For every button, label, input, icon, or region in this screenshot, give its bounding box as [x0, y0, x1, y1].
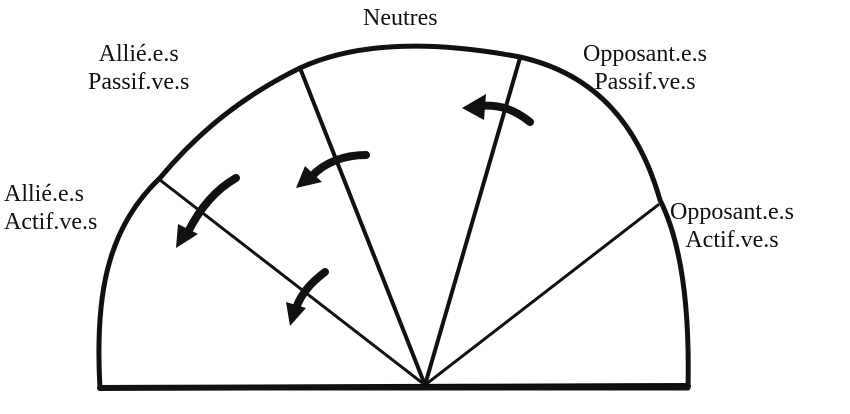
label-line: Allié.e.s — [98, 41, 179, 67]
arrow-neutral-to-allies-passive — [308, 151, 370, 180]
arrowhead-icon — [296, 166, 322, 188]
baseline — [97, 383, 691, 391]
label-neutral: Neutres — [363, 5, 438, 31]
divider-allies-passive-neutral — [298, 66, 427, 387]
label-opponents-passive: Opposant.e.s Passif.ve.s — [583, 40, 707, 96]
divider-allies-active-passive — [158, 178, 427, 387]
label-allies-active: Allié.e.s Actif.ve.s — [4, 180, 97, 236]
divider-neutral-opponents-passive — [423, 56, 522, 387]
label-opponents-active: Opposant.e.s Actif.ve.s — [670, 198, 794, 254]
divider-opponents-passive-active — [423, 203, 660, 387]
arrow-allies-passive-to-active — [184, 174, 240, 236]
label-allies-passive: Allié.e.s Passif.ve.s — [88, 40, 189, 96]
arrowhead-icon — [176, 224, 198, 248]
arrowhead-icon — [462, 94, 486, 120]
arrowhead-icon — [286, 302, 306, 326]
label-line: Opposant.e.s — [670, 199, 794, 225]
label-line: Passif.ve.s — [88, 69, 190, 95]
label-line: Actif.ve.s — [685, 227, 779, 253]
label-line: Actif.ve.s — [4, 209, 98, 235]
label-line: Opposant.e.s — [583, 41, 707, 67]
arrow-lower-to-allies — [292, 268, 329, 312]
label-line: Passif.ve.s — [594, 69, 696, 95]
semicircle-outline — [96, 43, 691, 391]
label-line: Allié.e.s — [4, 181, 84, 207]
